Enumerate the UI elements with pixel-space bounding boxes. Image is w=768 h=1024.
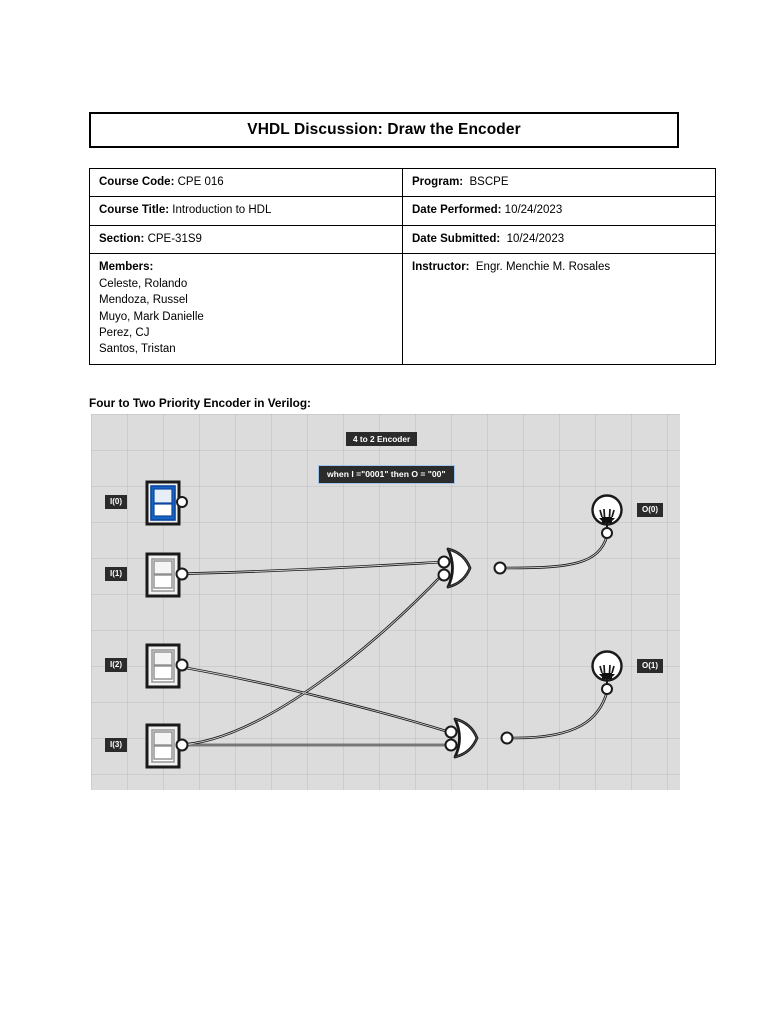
cell-section: Section: CPE-31S9 <box>89 224 403 254</box>
date-submitted-value: 10/24/2023 <box>506 232 565 245</box>
members-label: Members: <box>99 260 154 273</box>
program-label: Program: <box>412 176 464 188</box>
node-or1-in-a[interactable] <box>437 555 451 569</box>
cell-course-title: Course Title: Introduction to HDL <box>89 196 403 226</box>
input-label-i1: I(1) <box>105 567 127 581</box>
output-label-o0: O(0) <box>637 503 663 517</box>
circuit-condition-badge: when I ="0001" then O = "00" <box>318 465 455 484</box>
input-label-i3: I(3) <box>105 738 127 752</box>
cell-date-performed: Date Performed: 10/24/2023 <box>402 196 716 226</box>
cell-course-code: Course Code: CPE 016 <box>89 167 403 198</box>
wire-or2-to-o1 <box>501 691 609 740</box>
connector-nodes <box>175 496 613 752</box>
node-or1-in-b[interactable] <box>437 568 451 582</box>
page-title: VHDL Discussion: Draw the Encoder <box>247 121 521 138</box>
input-switch-i2[interactable] <box>145 643 181 689</box>
instructor-value: Engr. Menchie M. Rosales <box>475 260 611 273</box>
input-label-i2: I(2) <box>105 658 127 672</box>
or-gate-lower[interactable] <box>453 717 500 759</box>
wire-i2-to-or2 <box>168 663 450 734</box>
node-or2-in-b[interactable] <box>444 738 458 752</box>
course-code-value: CPE 016 <box>177 176 224 188</box>
section-heading: Four to Two Priority Encoder in Verilog: <box>89 396 311 410</box>
wire-i1-to-or1 <box>168 560 444 576</box>
course-title-value: Introduction to HDL <box>172 204 272 217</box>
date-performed-value: 10/24/2023 <box>504 204 563 217</box>
output-lamp-o0[interactable] <box>591 494 623 534</box>
cell-program: Program: BSCPE <box>402 167 716 198</box>
instructor-label: Instructor: <box>412 260 470 273</box>
table-row: Course Code: CPE 016 Program: BSCPE <box>89 167 716 198</box>
list-item: Celeste, Rolando <box>99 278 188 291</box>
program-value: BSCPE <box>469 176 509 188</box>
table-row: Section: CPE-31S9 Date Submitted: 10/24/… <box>89 224 716 254</box>
input-switch-i3[interactable] <box>145 723 181 769</box>
node-or1-out[interactable] <box>493 561 507 575</box>
cell-date-submitted: Date Submitted: 10/24/2023 <box>402 224 716 254</box>
node-or2-in-a[interactable] <box>444 725 458 739</box>
node-i2-out[interactable] <box>175 658 189 672</box>
node-i3-out[interactable] <box>175 738 189 752</box>
list-item: Mendoza, Russel <box>99 294 188 307</box>
input-switch-i0[interactable] <box>145 480 181 526</box>
circuit-schematic <box>145 480 623 769</box>
list-item: Perez, CJ <box>99 327 150 340</box>
cell-members: Members: Celeste, Rolando Mendoza, Russe… <box>89 252 403 365</box>
date-submitted-label: Date Submitted: <box>412 232 501 245</box>
output-label-o1: O(1) <box>637 659 663 673</box>
node-o1-in[interactable] <box>601 683 613 695</box>
wire-group <box>165 500 609 747</box>
circuit-title-badge: 4 to 2 Encoder <box>346 432 418 447</box>
section-value: CPE-31S9 <box>147 232 202 245</box>
course-code-label: Course Code: <box>99 176 175 188</box>
node-i1-out[interactable] <box>175 567 189 581</box>
node-or2-out[interactable] <box>500 731 514 745</box>
members-list: Celeste, Rolando Mendoza, Russel Muyo, M… <box>99 276 394 358</box>
node-o0-in[interactable] <box>601 527 613 539</box>
circuit-canvas: 4 to 2 Encoder when I ="0001" then O = "… <box>91 414 680 790</box>
input-label-i0: I(0) <box>105 495 127 509</box>
table-row: Course Title: Introduction to HDL Date P… <box>89 196 716 226</box>
list-item: Santos, Tristan <box>99 343 176 356</box>
wire-or1-to-o0 <box>494 535 609 570</box>
node-i0-out[interactable] <box>176 496 188 508</box>
or-gate-upper[interactable] <box>446 547 493 589</box>
table-row: Members: Celeste, Rolando Mendoza, Russe… <box>89 252 716 365</box>
input-switch-i1[interactable] <box>145 552 181 598</box>
list-item: Muyo, Mark Danielle <box>99 310 204 323</box>
course-info-table: Course Code: CPE 016 Program: BSCPE Cour… <box>89 167 716 365</box>
course-title-label: Course Title: <box>99 204 170 217</box>
cell-instructor: Instructor: Engr. Menchie M. Rosales <box>402 252 716 365</box>
section-label: Section: <box>99 232 145 245</box>
document-title-box: VHDL Discussion: Draw the Encoder <box>89 112 679 148</box>
output-lamp-o1[interactable] <box>591 650 623 690</box>
date-performed-label: Date Performed: <box>412 204 502 217</box>
